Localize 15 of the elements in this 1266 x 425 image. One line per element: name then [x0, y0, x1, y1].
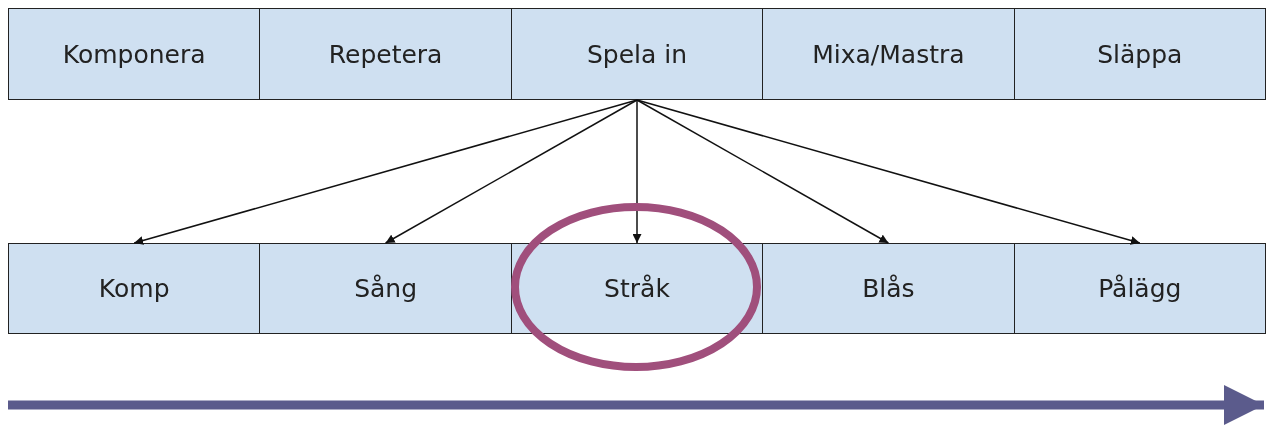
arrow	[632, 99, 642, 244]
stage-box: Släppa	[1013, 8, 1266, 100]
stage-box: Stråk	[510, 243, 764, 334]
stage-box: Blås	[762, 243, 1015, 334]
stage-box: Mixa/Mastra	[762, 8, 1015, 100]
stage-box: Komp	[8, 243, 261, 334]
stage-box: Komponera	[8, 8, 261, 100]
arrow	[636, 99, 1141, 245]
stage-box: Sång	[259, 243, 512, 334]
arrow	[133, 99, 638, 245]
stage-box: Repetera	[259, 8, 512, 100]
arrow	[384, 99, 638, 244]
stage-box: Spela in	[510, 8, 764, 100]
stage-box: Pålägg	[1013, 243, 1266, 334]
arrow	[636, 99, 890, 244]
